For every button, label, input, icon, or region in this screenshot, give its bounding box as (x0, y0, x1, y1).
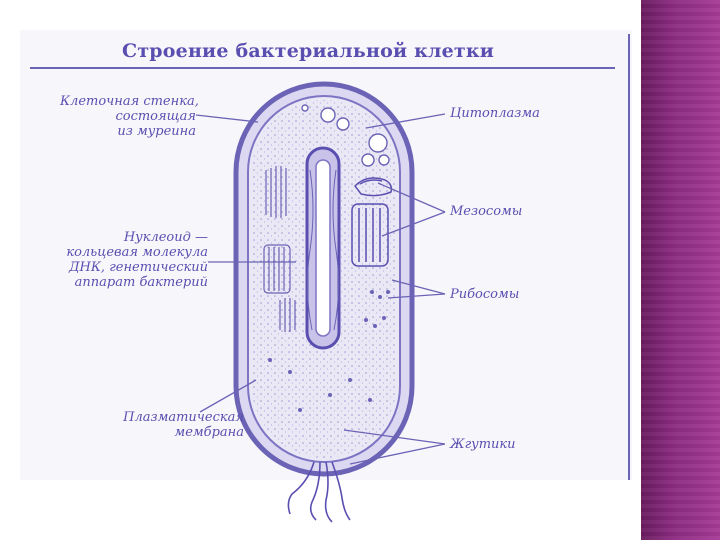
label-line: Цитоплазма (450, 106, 540, 121)
label-line: Клеточная стенка, (60, 94, 199, 109)
label-line: Рибосомы (450, 287, 520, 302)
label-line: Жгутики (450, 437, 516, 452)
decorative-side-band (641, 0, 720, 540)
label-cell-wall: Клеточная стенка, состоящая из муреина (60, 94, 199, 139)
label-line: аппарат бактерий (74, 275, 208, 290)
label-nucleoid: Нуклеоид — кольцевая молекула ДНК, генет… (40, 230, 208, 290)
label-line: Мезосомы (450, 204, 523, 219)
flagella (287, 461, 351, 523)
diagram-title: Строение бактериальной клетки (122, 40, 495, 62)
label-ribosomes: Рибосомы (450, 287, 519, 302)
label-line: кольцевая молекула (66, 245, 208, 260)
label-line: состоящая (115, 109, 196, 124)
leader-lines (195, 113, 446, 465)
label-flagella: Жгутики (450, 437, 516, 452)
nucleoid-fibrils (263, 166, 296, 332)
inclusion-vacuoles (301, 104, 390, 167)
ribosomes (268, 290, 390, 412)
label-plasma-membrane: Плазматическая мембрана (86, 410, 244, 440)
title-divider (30, 67, 615, 69)
mesosomes (351, 177, 393, 267)
label-line: Нуклеоид — (123, 230, 208, 245)
label-cytoplasm: Цитоплазма (450, 106, 540, 121)
label-line: ДНК, генетический (68, 260, 208, 275)
nucleoid-dna (305, 146, 341, 350)
figure-border (628, 34, 630, 480)
label-line: Плазматическая (123, 410, 244, 425)
label-line: мембрана (174, 425, 244, 440)
label-mesosomes: Мезосомы (450, 204, 522, 219)
label-line: из муреина (117, 124, 196, 139)
